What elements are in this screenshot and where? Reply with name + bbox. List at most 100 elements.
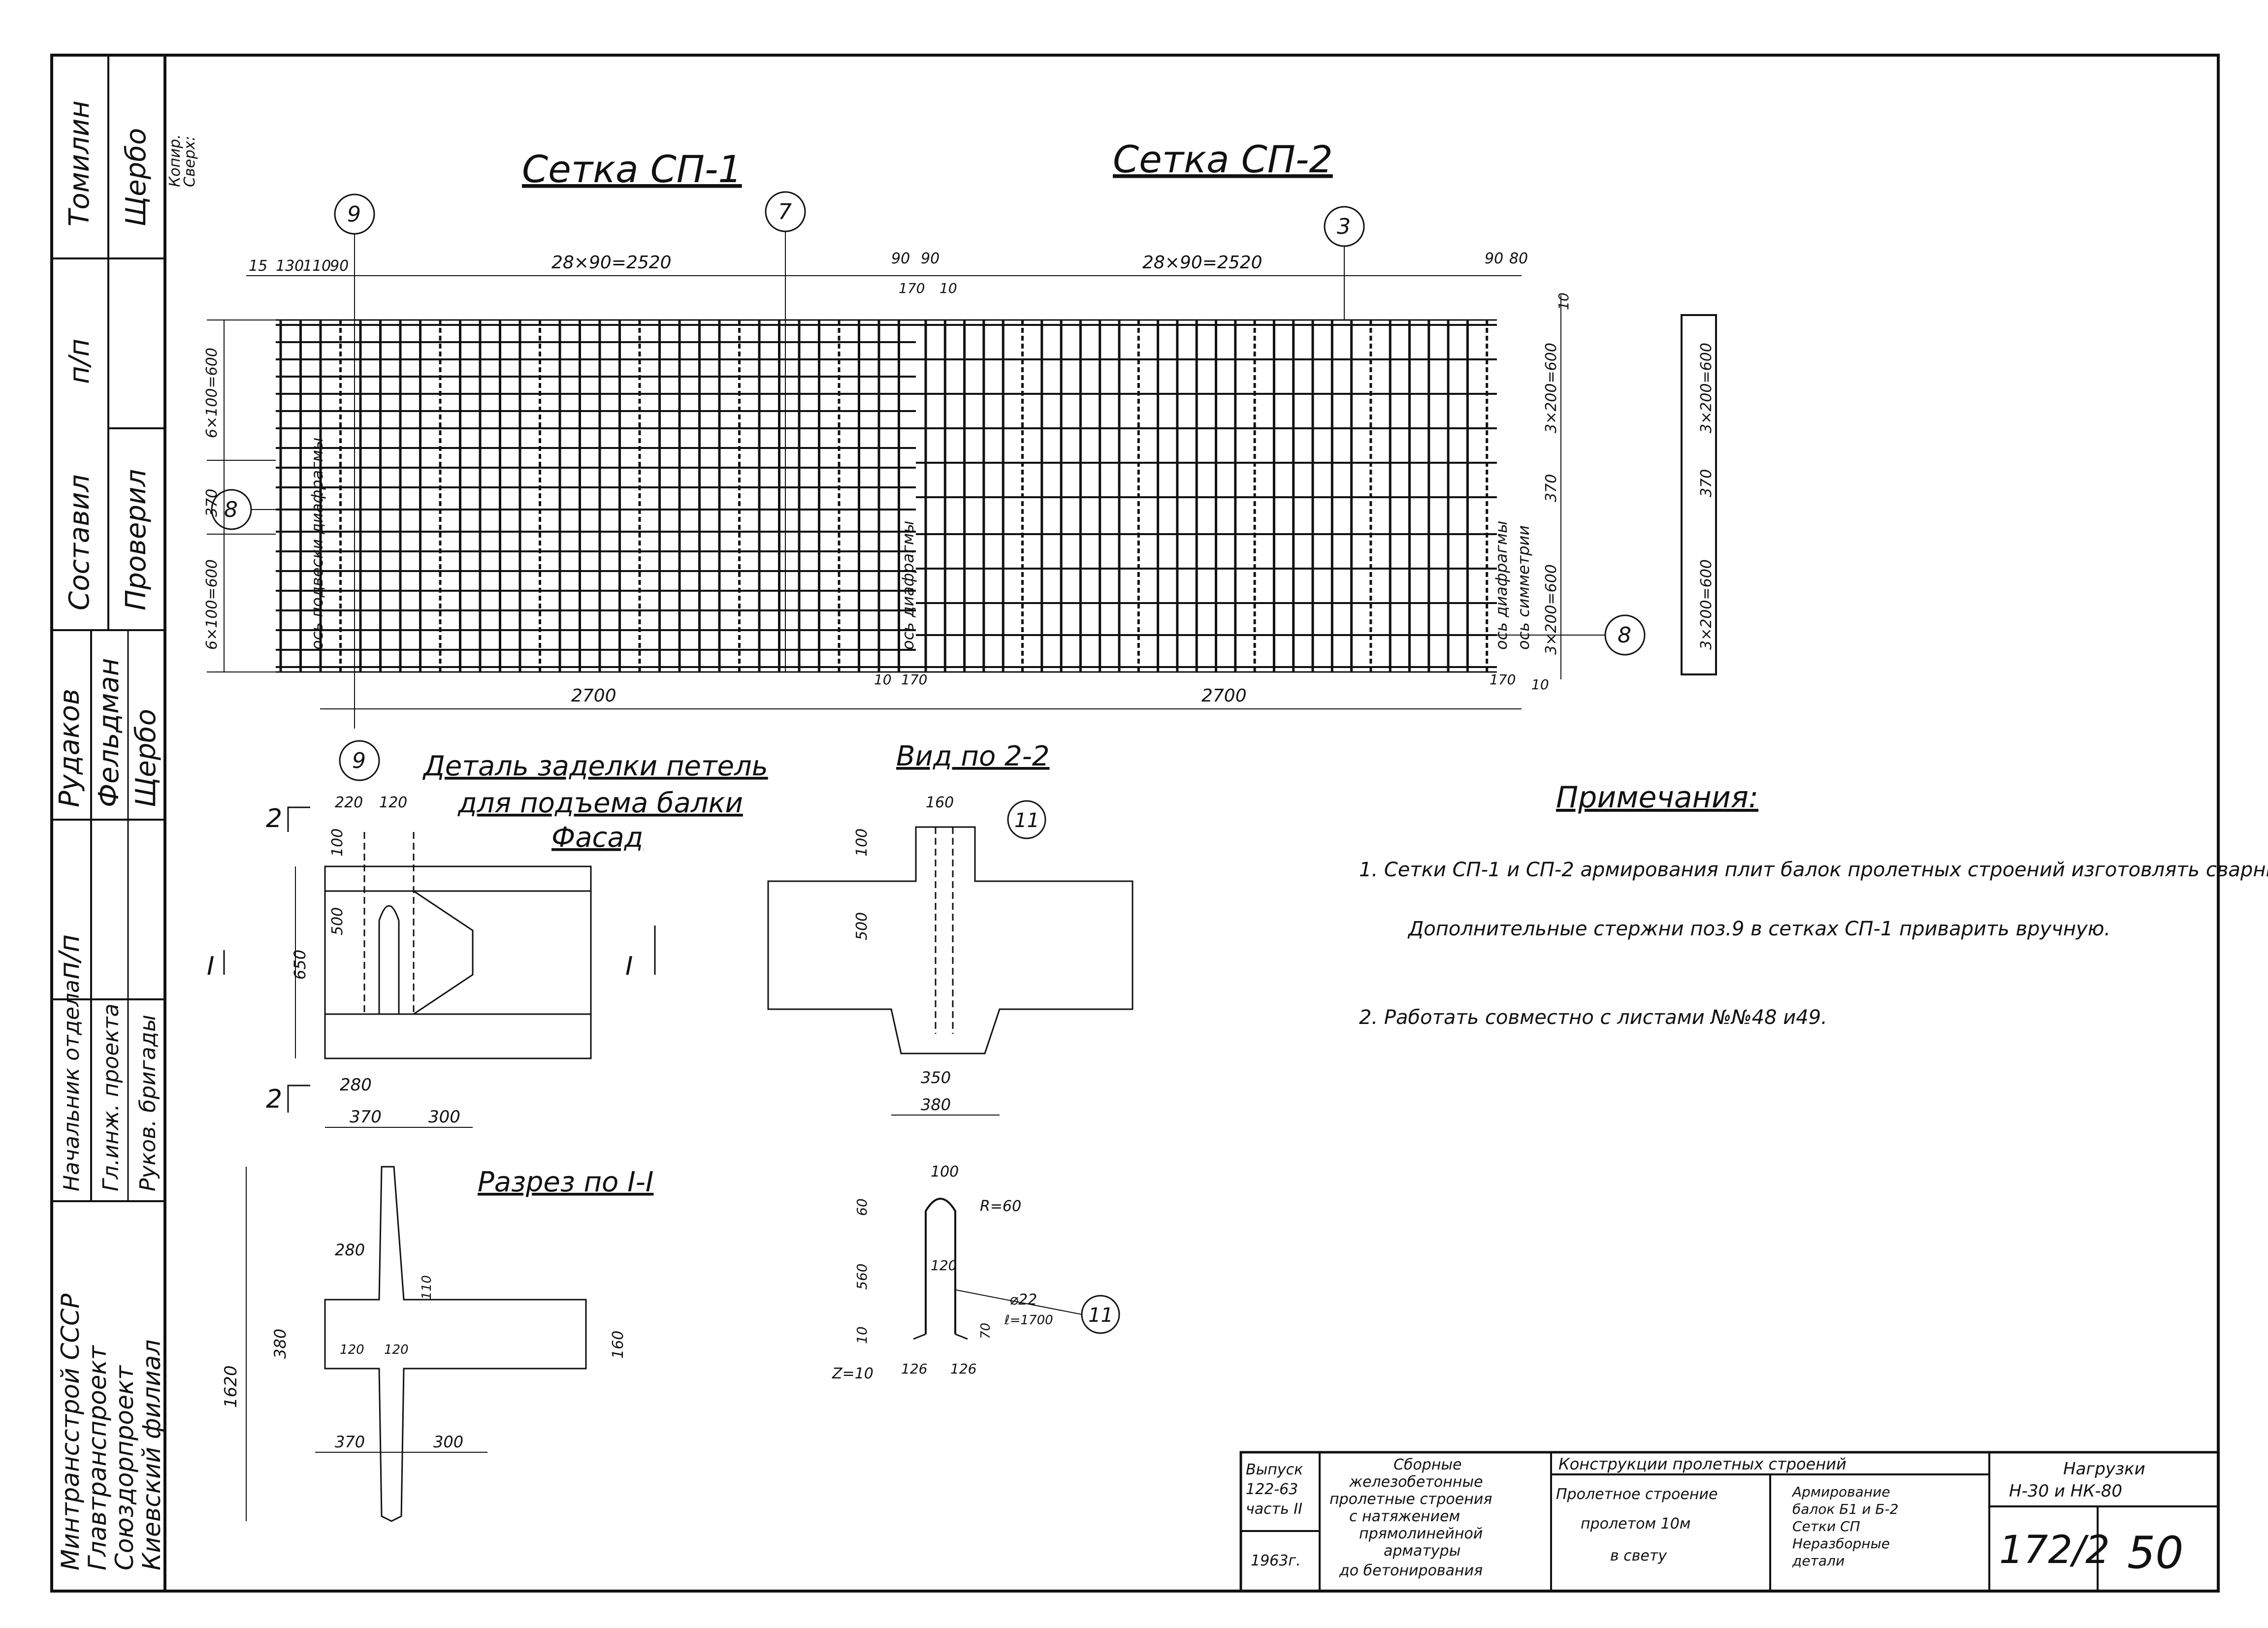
svg-text:9: 9 [347, 202, 361, 227]
svg-text:⌀22: ⌀22 [1009, 1291, 1037, 1309]
marker-11-view: 11 [1014, 809, 1039, 832]
sidebar-ruk-brigady: Руков. бригады [135, 1015, 161, 1191]
detail-lifting-loop: 100 60 R=60 560 120 10 Z=10 126 126 70 ⌀… [832, 1163, 1120, 1382]
tb-span-1: пролетом 10м [1581, 1515, 1690, 1532]
tb-series-4: прямолинейной [1359, 1525, 1483, 1542]
svg-text:500: 500 [853, 912, 871, 940]
tb-sheet-number: 50 [2127, 1527, 2184, 1579]
dim-2700-2: 2700 [1201, 686, 1247, 706]
svg-text:Z=10: Z=10 [832, 1365, 874, 1382]
sidebar-gl-inzh: Гл.инж. проекта [98, 1004, 124, 1191]
dim-90-d: 90 [1485, 250, 1503, 267]
dim-10-bot: 10 [874, 671, 892, 688]
mesh-plan: Сетка СП-1 Сетка СП-2 ось подвески диафр… [203, 137, 1717, 781]
tb-issue-part: часть II [1246, 1500, 1302, 1518]
sidebar-org-2: Главтранспроект [83, 1344, 112, 1570]
title-mesh-sp2: Сетка СП-2 [1113, 137, 1333, 181]
tb-load-0: Нагрузки [2063, 1459, 2145, 1479]
detail-section-I-I: Разрез по I-I 280 380 1620 370 300 120 1… [221, 1166, 653, 1522]
sheet-frame [50, 54, 2220, 1593]
dim-left-1: 6×100=600 [203, 348, 221, 438]
marker-11-loop: 11 [1088, 1304, 1113, 1327]
dim-28x90-1: 28×90=2520 [551, 253, 672, 273]
detail-title-2: для подъема балки [457, 787, 743, 819]
position-marker-8-right: 8 [1497, 614, 1646, 656]
tb-desc-4: детали [1792, 1553, 1845, 1569]
side-dim-2: 370 [1698, 469, 1715, 497]
dim-2700-1: 2700 [571, 686, 616, 706]
svg-text:70: 70 [978, 1323, 993, 1339]
svg-text:280: 280 [335, 1241, 365, 1259]
title-block: Выпуск 122-63 часть II 1963г. Сборные же… [1239, 1451, 2220, 1593]
tb-issue-label: Выпуск [1246, 1461, 1303, 1478]
dim-90-c: 90 [921, 250, 940, 267]
detail-view-2-2: Вид по 2-2 11 160 100 500 350 380 [767, 740, 1134, 1116]
svg-text:220: 220 [335, 794, 363, 811]
dim-left-3: 6×100=600 [203, 559, 221, 650]
position-marker-9-bottom: 9 [339, 740, 380, 781]
axis-label-suspension: ось подвески диафрагмы [308, 438, 326, 650]
dim-90-b: 90 [891, 250, 910, 267]
sidebar-org-3: Союздорпроект [110, 1365, 139, 1570]
svg-text:120: 120 [379, 794, 407, 811]
section-title: Разрез по I-I [478, 1166, 653, 1198]
tb-load-1: Н-30 и НК-80 [2009, 1481, 2122, 1501]
svg-text:650: 650 [291, 950, 309, 980]
svg-text:370: 370 [350, 1107, 382, 1127]
axis-label-diaphragm-2: ось диафрагмы [1492, 521, 1511, 650]
detail-facade: Деталь заделки петель для подъема балки … [207, 750, 768, 1128]
tb-series-5: арматуры [1384, 1542, 1460, 1560]
tb-series-6: до бетонирования [1339, 1562, 1483, 1579]
svg-text:280: 280 [340, 1075, 372, 1095]
axis-label-diaphragm-1: ось диафрагмы [899, 521, 917, 650]
sidebar-name-tomilin: Томилин [64, 100, 96, 226]
section-mark-2-bottom: 2 [266, 1085, 282, 1114]
tb-doc-number: 172/2 [1999, 1528, 2110, 1572]
svg-text:300: 300 [433, 1433, 463, 1451]
svg-text:R=60: R=60 [980, 1198, 1021, 1215]
tb-span-0: Пролетное строение [1556, 1486, 1717, 1503]
dim-80: 80 [1509, 250, 1528, 267]
stamp-check: Сверх: [181, 136, 198, 187]
position-marker-9-top: 9 [334, 193, 375, 729]
dim-10-right: 10 [1531, 676, 1549, 693]
mesh-side-section [1681, 314, 1717, 675]
title-mesh-sp1: Сетка СП-1 [522, 147, 742, 191]
sidebar-name-rudakov: Рудаков [54, 689, 86, 807]
note-1: 1. Сетки СП-1 и СП-2 армирования плит ба… [1359, 859, 2268, 881]
tb-series-3: с натяжением [1349, 1508, 1460, 1525]
svg-text:10: 10 [854, 1326, 870, 1344]
dim-right-4: 10 [1555, 292, 1572, 310]
svg-text:380: 380 [271, 1329, 290, 1359]
tb-desc-2: Сетки СП [1792, 1518, 1860, 1534]
svg-text:126: 126 [901, 1361, 927, 1377]
tb-desc-3: Неразборные [1792, 1535, 1890, 1552]
dim-right-2: 370 [1543, 474, 1560, 502]
detail-title-3: Фасад [551, 822, 643, 854]
sidebar-name-feldman: Фельдман [93, 658, 125, 807]
axis-label-symmetry: ось симметрии [1514, 525, 1533, 650]
svg-text:110: 110 [420, 1275, 434, 1300]
svg-text:ℓ=1700: ℓ=1700 [1004, 1313, 1053, 1328]
position-marker-3: 3 [1324, 206, 1365, 320]
svg-text:500: 500 [329, 907, 346, 935]
sidebar-proveril: Проверил [120, 469, 152, 610]
sidebar-name-shcherbo: Щербо [120, 128, 152, 226]
dim-right-1: 3×200=600 [1543, 343, 1560, 433]
tb-year: 1963г. [1251, 1552, 1301, 1569]
dim-90-a: 90 [330, 257, 349, 275]
dim-10-top: 10 [940, 280, 957, 296]
svg-text:160: 160 [926, 794, 954, 811]
svg-text:1620: 1620 [221, 1365, 241, 1408]
notes-title: Примечания: [1556, 780, 1758, 815]
svg-text:300: 300 [428, 1107, 460, 1127]
dim-130: 130 [276, 257, 304, 275]
sidebar-org-1: Минтрансстрой СССР [56, 1293, 85, 1570]
svg-text:160: 160 [610, 1331, 627, 1359]
dim-28x90-2: 28×90=2520 [1142, 253, 1263, 273]
svg-text:120: 120 [384, 1342, 409, 1357]
mesh-sp2-bars [916, 320, 1497, 672]
dim-15: 15 [249, 257, 267, 275]
svg-text:7: 7 [778, 199, 792, 224]
